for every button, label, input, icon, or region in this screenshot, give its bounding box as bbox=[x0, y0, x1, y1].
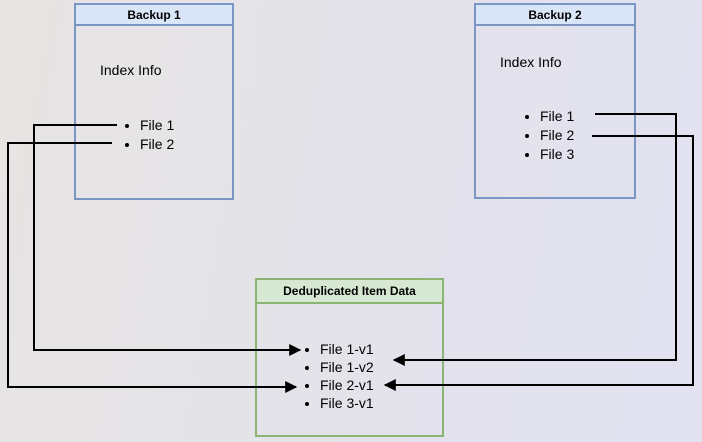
dedup-item-file3-v1: File 3-v1 bbox=[320, 394, 374, 412]
dedup-item-file1-v2: File 1-v2 bbox=[320, 358, 374, 376]
backup1-file-1: File 1 bbox=[140, 116, 174, 135]
dedup-item-file1-v1: File 1-v1 bbox=[320, 340, 374, 358]
backup2-index-info-label: Index Info bbox=[500, 54, 562, 70]
backup2-file-2: File 2 bbox=[540, 126, 574, 145]
dedup-item-list: File 1-v1 File 1-v2 File 2-v1 File 3-v1 bbox=[303, 340, 374, 412]
backup2-file-3: File 3 bbox=[540, 145, 574, 164]
backup1-box: Backup 1 bbox=[74, 3, 234, 200]
backup2-file-list: File 1 File 2 File 3 bbox=[523, 107, 574, 164]
backup2-title: Backup 2 bbox=[476, 5, 634, 26]
backup1-file-2: File 2 bbox=[140, 135, 174, 154]
backup1-index-info-label: Index Info bbox=[100, 62, 162, 78]
backup1-title: Backup 1 bbox=[76, 5, 232, 26]
backup2-box: Backup 2 bbox=[474, 3, 636, 199]
dedup-title: Deduplicated Item Data bbox=[257, 280, 442, 304]
dedup-item-file2-v1: File 2-v1 bbox=[320, 376, 374, 394]
backup1-file-list: File 1 File 2 bbox=[123, 116, 174, 154]
backup2-file-1: File 1 bbox=[540, 107, 574, 126]
